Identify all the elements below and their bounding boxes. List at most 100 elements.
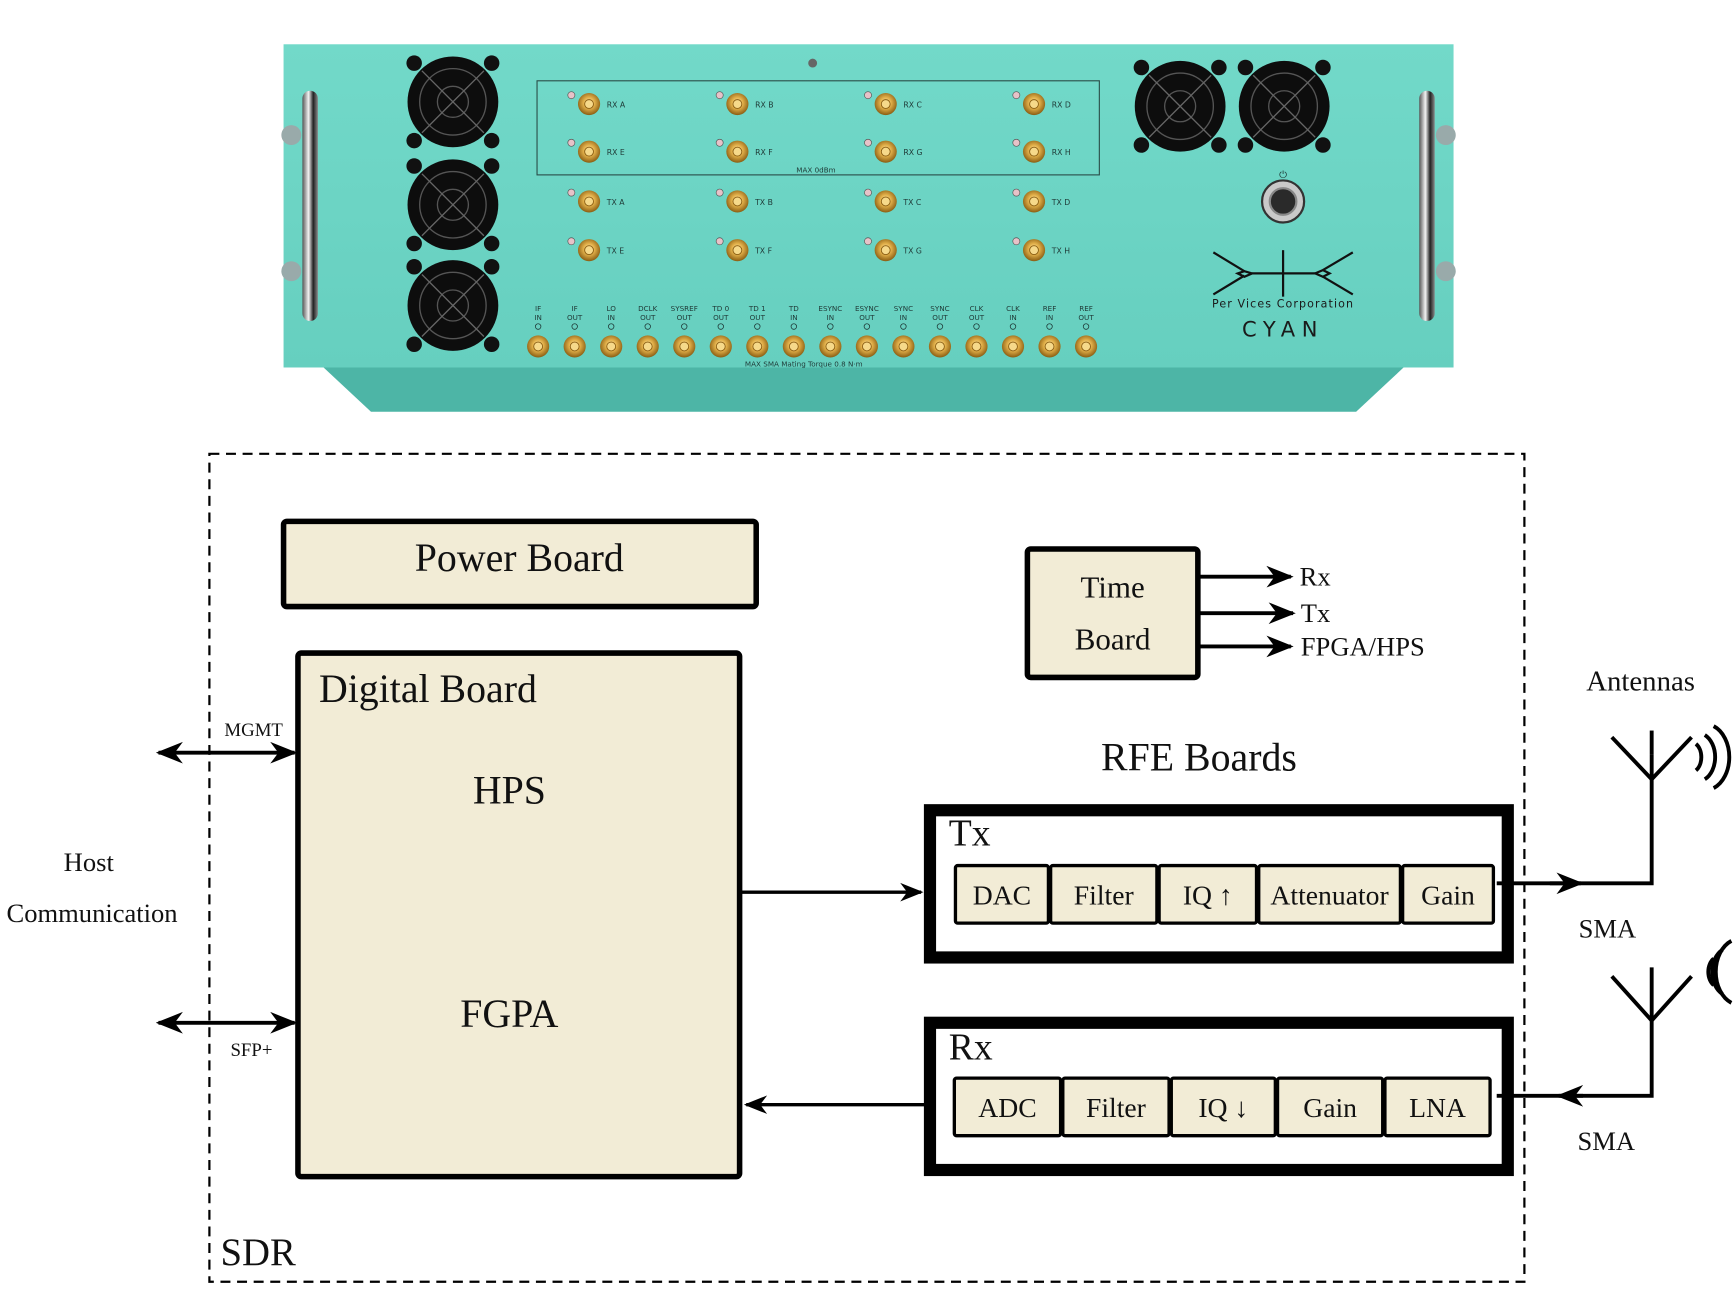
status-led <box>1012 91 1021 100</box>
aux-port-label-top: SYNC <box>930 304 949 313</box>
rx-block-label: Gain <box>1303 1092 1357 1123</box>
sdr-boundary <box>208 452 1526 1283</box>
aux-port-label-bottom: IN <box>1009 313 1017 322</box>
status-led <box>567 188 576 197</box>
rx-port[interactable]: RX D <box>1012 91 1071 116</box>
status-led <box>864 138 872 147</box>
port-label: RX E <box>607 148 625 157</box>
aux-port-label-top: LO <box>606 304 616 313</box>
model-name: CYAN <box>1242 316 1324 341</box>
brand-name: Per Vices Corporation <box>1212 298 1354 311</box>
direction-icon <box>900 323 907 330</box>
rx-port[interactable]: RX B <box>715 91 774 116</box>
direction-icon <box>1009 323 1017 330</box>
tx-port[interactable]: TX G <box>864 237 922 262</box>
status-led <box>864 237 872 246</box>
status-led <box>715 237 724 246</box>
port-label: TX C <box>902 198 921 207</box>
status-led <box>1012 188 1021 197</box>
left-handle <box>281 90 318 321</box>
port-label: RX G <box>903 148 922 157</box>
time-output-rx: Rx <box>1300 562 1331 592</box>
power-icon: ⏻ <box>1279 170 1287 181</box>
fan-icon <box>406 259 500 352</box>
aux-port-label-top: REF <box>1043 304 1057 313</box>
aux-port-label-top: CLK <box>1006 304 1020 313</box>
rx-port[interactable]: RX F <box>715 138 773 163</box>
tx-block: Attenuator <box>1257 863 1403 925</box>
aux-port-label-top: CLK <box>970 304 984 313</box>
tx-port[interactable]: TX F <box>715 237 772 262</box>
device-front-panel: MAX 0dBm RX A RX B RX C RX D RX E RX F RX G RX … <box>281 44 1456 412</box>
aux-port-label-bottom: OUT <box>1078 313 1094 322</box>
aux-port-label-bottom: IN <box>607 313 615 322</box>
tx-port[interactable]: TX H <box>1012 237 1070 262</box>
rx-block-label: LNA <box>1409 1092 1466 1123</box>
aux-port-label-top: IF <box>535 304 541 313</box>
tx-port[interactable]: TX D <box>1012 188 1070 213</box>
rx-block-label: ADC <box>978 1092 1036 1123</box>
tx-port[interactable]: TX A <box>567 188 625 213</box>
tx-port[interactable]: TX C <box>864 188 921 213</box>
host-label-line2: Communication <box>7 898 178 928</box>
sdr-label: SDR <box>220 1231 296 1274</box>
sfp-label: SFP+ <box>230 1040 272 1061</box>
aux-port-label-bottom: IN <box>827 313 835 322</box>
status-led <box>715 138 724 147</box>
direction-icon <box>754 323 761 330</box>
direction-icon <box>863 323 871 330</box>
fans <box>406 55 1331 352</box>
direction-icon <box>1082 323 1090 330</box>
status-led <box>1012 138 1021 147</box>
rx-sma-label: SMA <box>1578 1126 1636 1156</box>
rx-max-label: MAX 0dBm <box>796 166 835 175</box>
rx-port[interactable]: RX A <box>567 91 626 116</box>
port-label: RX H <box>1052 148 1071 157</box>
aux-port-label-bottom: OUT <box>932 313 948 322</box>
tx-block-label: Gain <box>1421 879 1475 910</box>
time-board-line1: Time <box>1080 570 1144 605</box>
host-label-line1: Host <box>64 847 115 877</box>
aux-port-label-bottom: OUT <box>969 313 985 322</box>
aux-port-label-top: TD <box>788 304 799 313</box>
power-button[interactable]: ⏻ <box>1260 170 1306 224</box>
tx-port[interactable]: TX E <box>567 237 624 262</box>
power-board: Power Board <box>280 518 759 610</box>
direction-icon <box>644 323 651 330</box>
aux-port-label-bottom: OUT <box>750 313 766 322</box>
tx-block: Filter <box>1048 863 1159 925</box>
tx-block: Gain <box>1400 863 1496 925</box>
direction-icon <box>827 323 834 330</box>
rx-port[interactable]: RX G <box>864 138 923 163</box>
direction-icon <box>608 323 615 330</box>
port-label: RX A <box>607 100 626 109</box>
tx-port[interactable]: TX B <box>715 188 773 213</box>
status-led <box>864 188 872 197</box>
rx-port[interactable]: RX E <box>567 138 625 163</box>
block-diagram: SDR Power Board Digital Board HPS FGPA H… <box>7 452 1733 1283</box>
rx-block: ADC <box>952 1076 1063 1138</box>
rx-port[interactable]: RX C <box>864 91 922 116</box>
rx-port[interactable]: RX H <box>1012 138 1071 163</box>
fan-icon <box>406 55 500 149</box>
